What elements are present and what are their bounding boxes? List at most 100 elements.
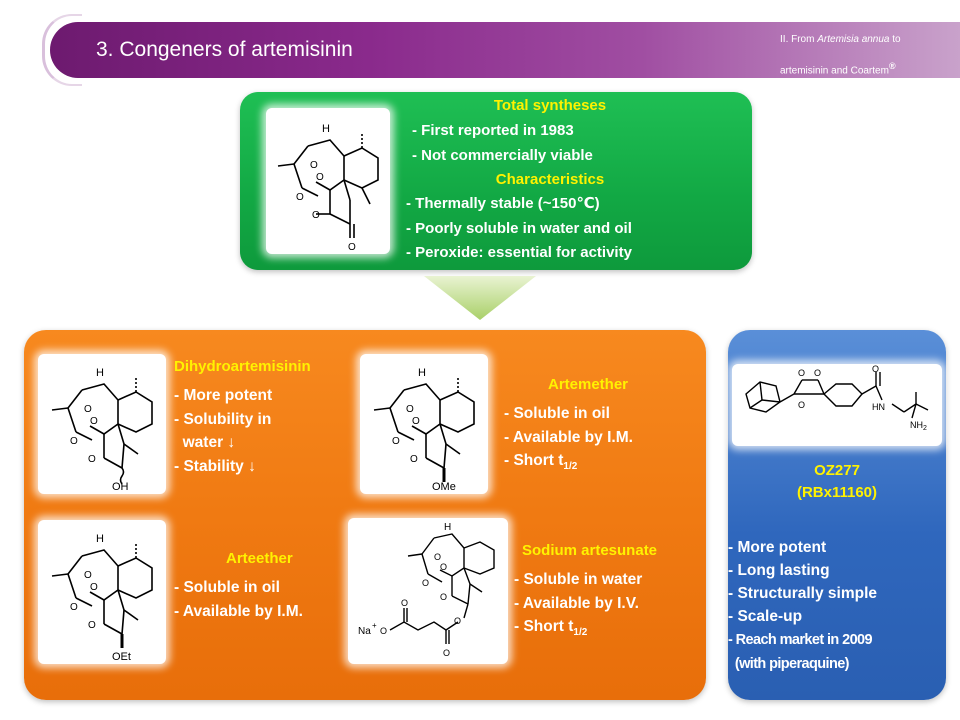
h-atom-label: H — [418, 367, 426, 379]
section-label-line-1: II. From Artemisia annua to — [780, 27, 955, 53]
arteether-title: Arteether — [226, 550, 293, 567]
list-item: - Short t1/2 — [514, 615, 642, 645]
o-atom-label: O — [70, 602, 78, 613]
dihydroartemisinin-list: - More potent - Solubility in water ↓ - … — [174, 384, 272, 478]
o-atom-label: O — [798, 368, 805, 378]
derivatives-panel: H O O O O OH Dihydroartemisinin - More p… — [24, 330, 706, 700]
list-item: - Not commercially viable — [412, 146, 593, 164]
characteristics-title: Characteristics — [495, 171, 605, 188]
artemether-title: Artemether — [548, 376, 629, 393]
arteether-list: - Soluble in oil - Available by I.M. — [174, 576, 303, 623]
o-atom-label: O — [406, 404, 414, 415]
list-item: (with piperaquine) — [728, 652, 877, 676]
oz277-structure-svg: O O O O HN NH2 — [745, 364, 929, 432]
oz277-structure: O O O O HN NH2 — [732, 364, 942, 446]
list-item: - Long lasting — [728, 562, 830, 579]
artemether-list: - Soluble in oil - Available by I.M. - S… — [504, 402, 633, 479]
list-item: - Structurally simple — [728, 585, 878, 602]
section-text-end: to — [889, 34, 901, 45]
o-atom-label: O — [440, 562, 447, 572]
o-atom-label: O — [84, 404, 92, 415]
h-atom-label: H — [322, 123, 330, 135]
list-item: - More potent — [174, 387, 273, 404]
o-atom-label-5: O — [348, 242, 356, 253]
artemisinin-structure: H O O O O O — [266, 108, 390, 254]
oz277-name: OZ277 — [814, 462, 860, 479]
o-atom-label: O — [454, 616, 461, 626]
artemisinin-panel: H O O O O O Total syntheses - First repo… — [240, 92, 752, 270]
list-item: - Soluble in water — [514, 571, 643, 588]
artemisinin-structure-svg: H O O O O O — [277, 123, 379, 253]
down-arrow-icon — [424, 276, 536, 320]
o-atom-label: O — [401, 598, 408, 608]
oz277-code: (RBx11160) — [796, 484, 878, 501]
list-item: - Short t1/2 — [504, 449, 633, 479]
half-life-label: - Short t — [514, 618, 574, 635]
list-item: - Available by I.M. — [504, 428, 633, 446]
section-text-2: artemisinin and Coartem — [780, 65, 889, 77]
half-life-subscript: 1/2 — [563, 461, 578, 473]
list-item: - Reach market in 2009 — [728, 628, 877, 652]
arteether-structure-svg: H O O O O OEt — [51, 533, 153, 663]
total-syntheses-list: - First reported in 1983 - Not commercia… — [412, 119, 593, 168]
sodium-artesunate-structure: H O O O O O O O Na + O — [348, 518, 508, 664]
o-atom-label: O — [90, 416, 98, 427]
list-item: - Stability ↓ — [174, 457, 256, 475]
sodium-label: Na — [358, 626, 371, 637]
list-item: - Scale-up — [728, 608, 803, 625]
o-atom-label: O — [84, 570, 92, 581]
o-atom-label: O — [412, 416, 420, 427]
ethoxy-label: OEt — [112, 651, 131, 663]
o-atom-label-1: O — [310, 160, 318, 171]
h-atom-label: H — [96, 533, 104, 545]
sodium-artesunate-title: Sodium artesunate — [522, 542, 658, 559]
list-item: - Available by I.M. — [174, 602, 303, 620]
o-atom-label: O — [422, 578, 429, 588]
list-item: - First reported in 1983 — [412, 122, 574, 139]
oz277-panel: O O O O HN NH2 OZ277 (RBx11160) - More p… — [728, 330, 946, 700]
methoxy-label: OMe — [432, 481, 456, 493]
dihydroartemisinin-structure: H O O O O OH — [38, 354, 166, 494]
half-life-label: - Short t — [504, 452, 564, 469]
registered-mark: ® — [888, 61, 896, 71]
h-atom-label: H — [96, 367, 104, 379]
list-item: - Peroxide: essential for activity — [406, 244, 632, 261]
o-atom-label: O — [90, 582, 98, 593]
o-atom-label: O — [88, 620, 96, 631]
o-atom-label-2: O — [316, 172, 324, 183]
total-syntheses-title: Total syntheses — [493, 97, 607, 114]
list-item: - Solubility in — [174, 410, 272, 428]
section-text: . From — [785, 34, 818, 45]
dihydroartemisinin-title: Dihydroartemisinin — [174, 358, 311, 375]
o-atom-label: O — [434, 552, 441, 562]
o-atom-label-4: O — [312, 210, 320, 221]
list-item: - Soluble in oil — [174, 579, 280, 596]
title-banner — [50, 22, 960, 78]
hydroxyl-label: OH — [112, 481, 129, 493]
list-item: - More potent — [728, 539, 827, 556]
arteether-structure: H O O O O OEt — [38, 520, 166, 664]
o-atom-label: O — [88, 454, 96, 465]
o-atom-label: O — [798, 400, 805, 410]
o-atom-label: O — [380, 626, 387, 636]
o-atom-label: O — [443, 648, 450, 658]
o-atom-label: O — [410, 454, 418, 465]
sodium-artesunate-structure-svg: H O O O O O O O Na + O — [358, 522, 495, 658]
section-label-line-2: artemisinin and Coartem® — [780, 53, 955, 84]
o-atom-label: O — [872, 364, 879, 374]
o-atom-label: O — [392, 436, 400, 447]
o-atom-label-3: O — [296, 192, 304, 203]
amine-label: NH2 — [910, 420, 927, 432]
slide-title: 3. Congeners of artemisinin — [96, 38, 353, 61]
list-item: - Poorly soluble in water and oil — [406, 219, 632, 237]
market-text: - Reach market in 2009 — [728, 632, 873, 648]
list-item: water ↓ — [174, 434, 236, 451]
amide-nh-label: HN — [872, 402, 885, 412]
o-atom-label: O — [70, 436, 78, 447]
list-item: - Thermally stable (~150℃) — [406, 195, 600, 212]
partner-drug-text: (with piperaquine) — [728, 656, 850, 672]
charge-label: + — [372, 621, 377, 630]
oz277-title: OZ277 (RBx11160) — [728, 460, 946, 504]
section-number: II — [780, 34, 786, 45]
o-atom-label: O — [440, 592, 447, 602]
